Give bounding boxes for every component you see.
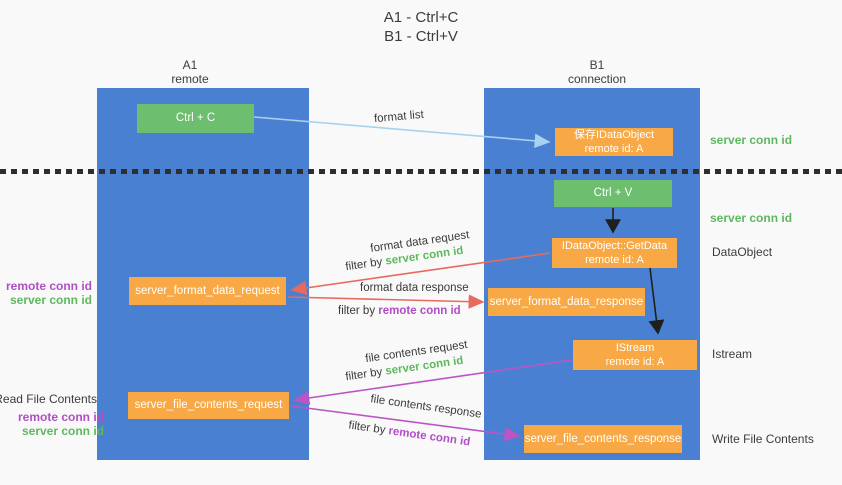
annotation-server-conn-id-mid: server conn id [710,211,793,225]
title-line-1: A1 - Ctrl+C [383,9,459,26]
lane-header-a1: A1 remote [130,58,250,87]
filter-by-remote-conn-id: remote conn id [387,425,471,449]
lane-a1-name: A1 [182,58,198,72]
node-format-request-label: server_format_data_request [135,284,280,297]
node-ctrl-v: Ctrl + V [554,180,672,207]
node-save-idataobject-line1: 保存IDataObject [573,128,655,141]
annotation-dataobject: DataObject [712,245,773,259]
node-save-idataobject: 保存IDataObject remote id: A [555,128,673,156]
filter-by-prefix: filter by [347,419,387,437]
title-line-2: B1 - Ctrl+V [384,27,458,45]
lane-b1-role: connection [567,72,627,87]
annotation-server-conn-id-2: server conn id [21,424,104,438]
diagram-title: A1 - Ctrl+C B1 - Ctrl+V [0,9,842,47]
filter-by-prefix: filter by [338,305,376,317]
node-format-response-label: server_format_data_response [489,295,644,308]
node-server-format-data-request: server_format_data_request [129,277,286,305]
label-filter-by-remote-1: filter by remote conn id [338,305,461,317]
filter-by-remote-conn-id: remote conn id [378,305,461,317]
annotation-read-file-contents: Read File Contents [0,392,97,406]
lane-b1-name: B1 [589,58,605,72]
node-getdata-line2: remote id: A [585,254,644,266]
annotation-remote-conn-id-1: remote conn id [5,279,92,293]
node-ctrl-c-label: Ctrl + C [175,112,216,125]
label-filter-by-remote-2: filter by remote conn id [348,420,471,449]
filter-by-prefix: filter by [344,256,384,274]
node-idataobject-getdata: IDataObject::GetData remote id: A [552,238,677,268]
node-istream-line2: remote id: A [605,356,665,368]
node-istream: IStream remote id: A [573,340,697,370]
annotation-write-file-contents: Write File Contents [712,432,814,446]
node-file-request-label: server_file_contents_request [134,399,283,412]
phase-divider [0,169,842,174]
node-file-response-label: server_file_contents_response [524,432,682,445]
node-ctrl-c: Ctrl + C [137,104,254,133]
filter-by-prefix: filter by [344,366,384,384]
label-file-contents-response: file contents response [369,393,483,421]
lane-a1-role: remote [171,72,209,87]
arrow-format-data-response [287,294,485,309]
label-format-list: format list [373,108,425,126]
annotation-istream: Istream [712,347,753,361]
node-server-file-contents-request: server_file_contents_request [128,392,289,419]
annotation-server-conn-id-top: server conn id [710,133,793,147]
annotation-remote-conn-id-2: remote conn id [17,410,104,424]
node-ctrl-v-label: Ctrl + V [593,187,633,200]
node-getdata-line1: IDataObject::GetData [561,239,668,252]
node-server-file-contents-response: server_file_contents_response [524,425,682,453]
node-istream-line1: IStream [615,341,655,354]
node-save-idataobject-line2: remote id: A [584,143,644,155]
annotation-server-conn-id-1: server conn id [9,293,92,307]
node-server-format-data-response: server_format_data_response [488,288,645,316]
label-format-data-response: format data response [360,282,469,294]
lane-header-b1: B1 connection [537,58,657,87]
